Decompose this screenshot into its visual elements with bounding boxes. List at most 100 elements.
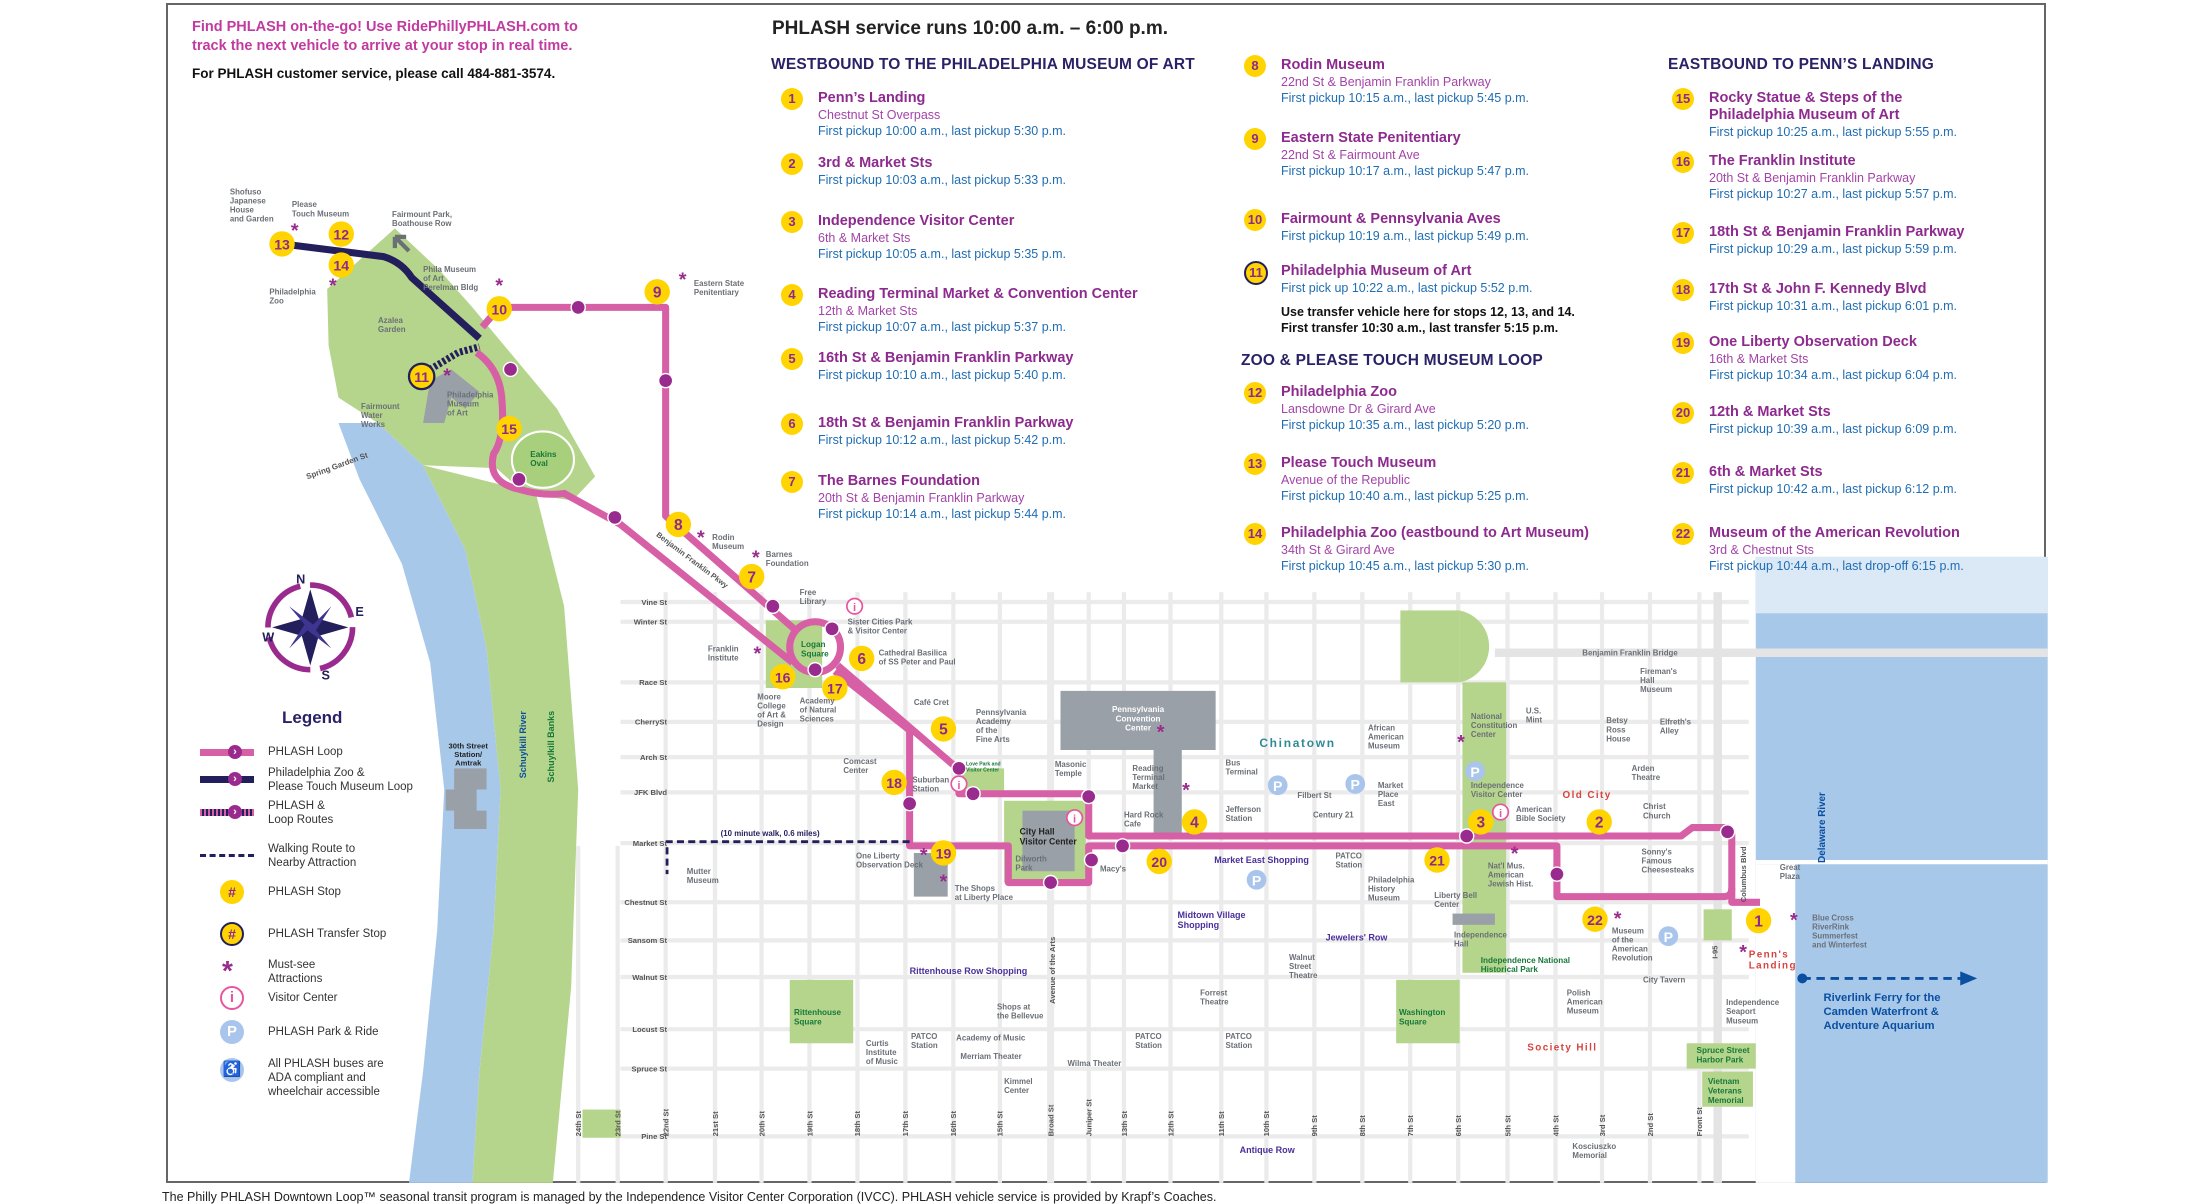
stop-badge: 22 bbox=[1672, 523, 1694, 545]
avenue-label: 21st St bbox=[711, 1111, 720, 1136]
map-stop-21: 21 bbox=[1424, 847, 1450, 873]
map-stop-8: 8 bbox=[665, 511, 692, 538]
map-stop-number: 8 bbox=[674, 517, 683, 534]
pier-line bbox=[1755, 860, 2048, 865]
map-stop-badge bbox=[881, 769, 907, 796]
stop-name: Penn’s Landing bbox=[818, 90, 926, 106]
map-stop-badge bbox=[1468, 809, 1494, 835]
stop-address: 22nd St & Fairmount Ave bbox=[1281, 148, 1420, 162]
map-label: Café Cret bbox=[914, 698, 949, 707]
direction-chevron-icon bbox=[511, 471, 527, 488]
stop-times: First pickup 10:07 a.m., last pickup 5:3… bbox=[818, 320, 1067, 334]
eastbound-route-parkway bbox=[474, 349, 795, 666]
convention-center bbox=[1060, 690, 1216, 835]
stop-badge: 12 bbox=[1244, 382, 1266, 404]
street-label: JFK Blvd bbox=[634, 788, 667, 797]
avenue-label: 22nd St bbox=[661, 1108, 670, 1136]
delaware-river bbox=[1755, 556, 2048, 1183]
parking-glyph: P bbox=[1664, 929, 1673, 945]
stop-address: 3rd & Chestnut Sts bbox=[1709, 543, 1814, 557]
map-label: Market East Shopping bbox=[1214, 855, 1309, 865]
stop-badge: 15 bbox=[1672, 88, 1694, 110]
stop-times: First pickup 10:19 a.m., last pickup 5:4… bbox=[1281, 229, 1530, 243]
parking-icon-part: P bbox=[220, 1020, 244, 1044]
stop-name: Rocky Statue & Steps of the Philadelphia… bbox=[1709, 90, 1903, 123]
map-stop-badge bbox=[930, 840, 957, 866]
stop-badge: 16 bbox=[1672, 151, 1694, 173]
legend-item-label: All PHLASH buses are ADA compliant and w… bbox=[268, 1058, 384, 1098]
stop-name: The Barnes Foundation bbox=[818, 473, 980, 489]
stop-badge: 19 bbox=[1672, 332, 1694, 354]
avenue-label: 8th St bbox=[1358, 1115, 1367, 1137]
stop-badge: 1 bbox=[781, 88, 803, 110]
shared-route-line-icon-part bbox=[200, 809, 254, 816]
map-stop-number: 7 bbox=[747, 569, 756, 586]
street-label: Winter St bbox=[634, 618, 668, 627]
direction-chevron-icon bbox=[807, 661, 823, 678]
must-see-asterisk-icon: * bbox=[1157, 722, 1165, 744]
stop-badge: 14 bbox=[1244, 523, 1266, 545]
parking-glyph: P bbox=[1252, 872, 1261, 888]
map-stop-badge bbox=[496, 415, 522, 442]
map-stop-badge bbox=[1586, 809, 1612, 835]
map-stop-number: 2 bbox=[1595, 815, 1604, 832]
map-stop-20: 20 bbox=[1146, 848, 1172, 875]
franklin-square-arc bbox=[1459, 610, 1490, 683]
map-label: I-95 bbox=[1711, 945, 1720, 959]
map-label: Merriam Theater bbox=[960, 1052, 1021, 1061]
map-stop-7: 7 bbox=[738, 563, 765, 590]
street-label: Chestnut St bbox=[624, 898, 667, 907]
street-label: Vine St bbox=[641, 598, 667, 607]
stop-address: 22nd St & Benjamin Franklin Parkway bbox=[1281, 75, 1491, 89]
stop-times: First pickup 10:14 a.m., last pickup 5:4… bbox=[818, 507, 1067, 521]
map-label: (10 minute walk, 0.6 miles) bbox=[721, 829, 820, 838]
map-stop-badge bbox=[770, 664, 796, 690]
parking-glyph: P bbox=[1470, 764, 1479, 780]
avenue-label: 23rd St bbox=[614, 1110, 623, 1136]
stop-name: One Liberty Observation Deck bbox=[1709, 334, 1917, 350]
avenue-label: 10th St bbox=[1262, 1110, 1271, 1136]
stop-name: 18th St & Benjamin Franklin Parkway bbox=[1709, 224, 1965, 240]
map-label: City Tavern bbox=[1643, 976, 1685, 985]
map-stop-6: 6 bbox=[848, 645, 875, 672]
map-stop-number: 5 bbox=[939, 722, 948, 739]
asterisk-icon-part: * bbox=[222, 955, 233, 986]
direction-chevron-icon bbox=[1719, 824, 1736, 840]
avenue-label: 7th St bbox=[1406, 1115, 1415, 1137]
map-stop-number: 3 bbox=[1476, 815, 1485, 832]
map-stop-4: 4 bbox=[1181, 809, 1208, 835]
map-stop-16: 16 bbox=[770, 664, 796, 690]
must-see-asterisk-icon: * bbox=[940, 871, 948, 893]
service-hours: PHLASH service runs 10:00 a.m. – 6:00 p.… bbox=[772, 18, 1169, 39]
phlash-loop-line-icon-part bbox=[200, 749, 254, 756]
map-label: U.S.Mint bbox=[1526, 706, 1543, 724]
direction-chevron-icon bbox=[1083, 852, 1100, 868]
direction-chevron-icon bbox=[1458, 828, 1475, 844]
street-label: Walnut St bbox=[632, 973, 667, 982]
legend-item-label: Walking Route to Nearby Attraction bbox=[268, 843, 357, 869]
map-label: Columbus Blvd bbox=[1739, 846, 1748, 902]
